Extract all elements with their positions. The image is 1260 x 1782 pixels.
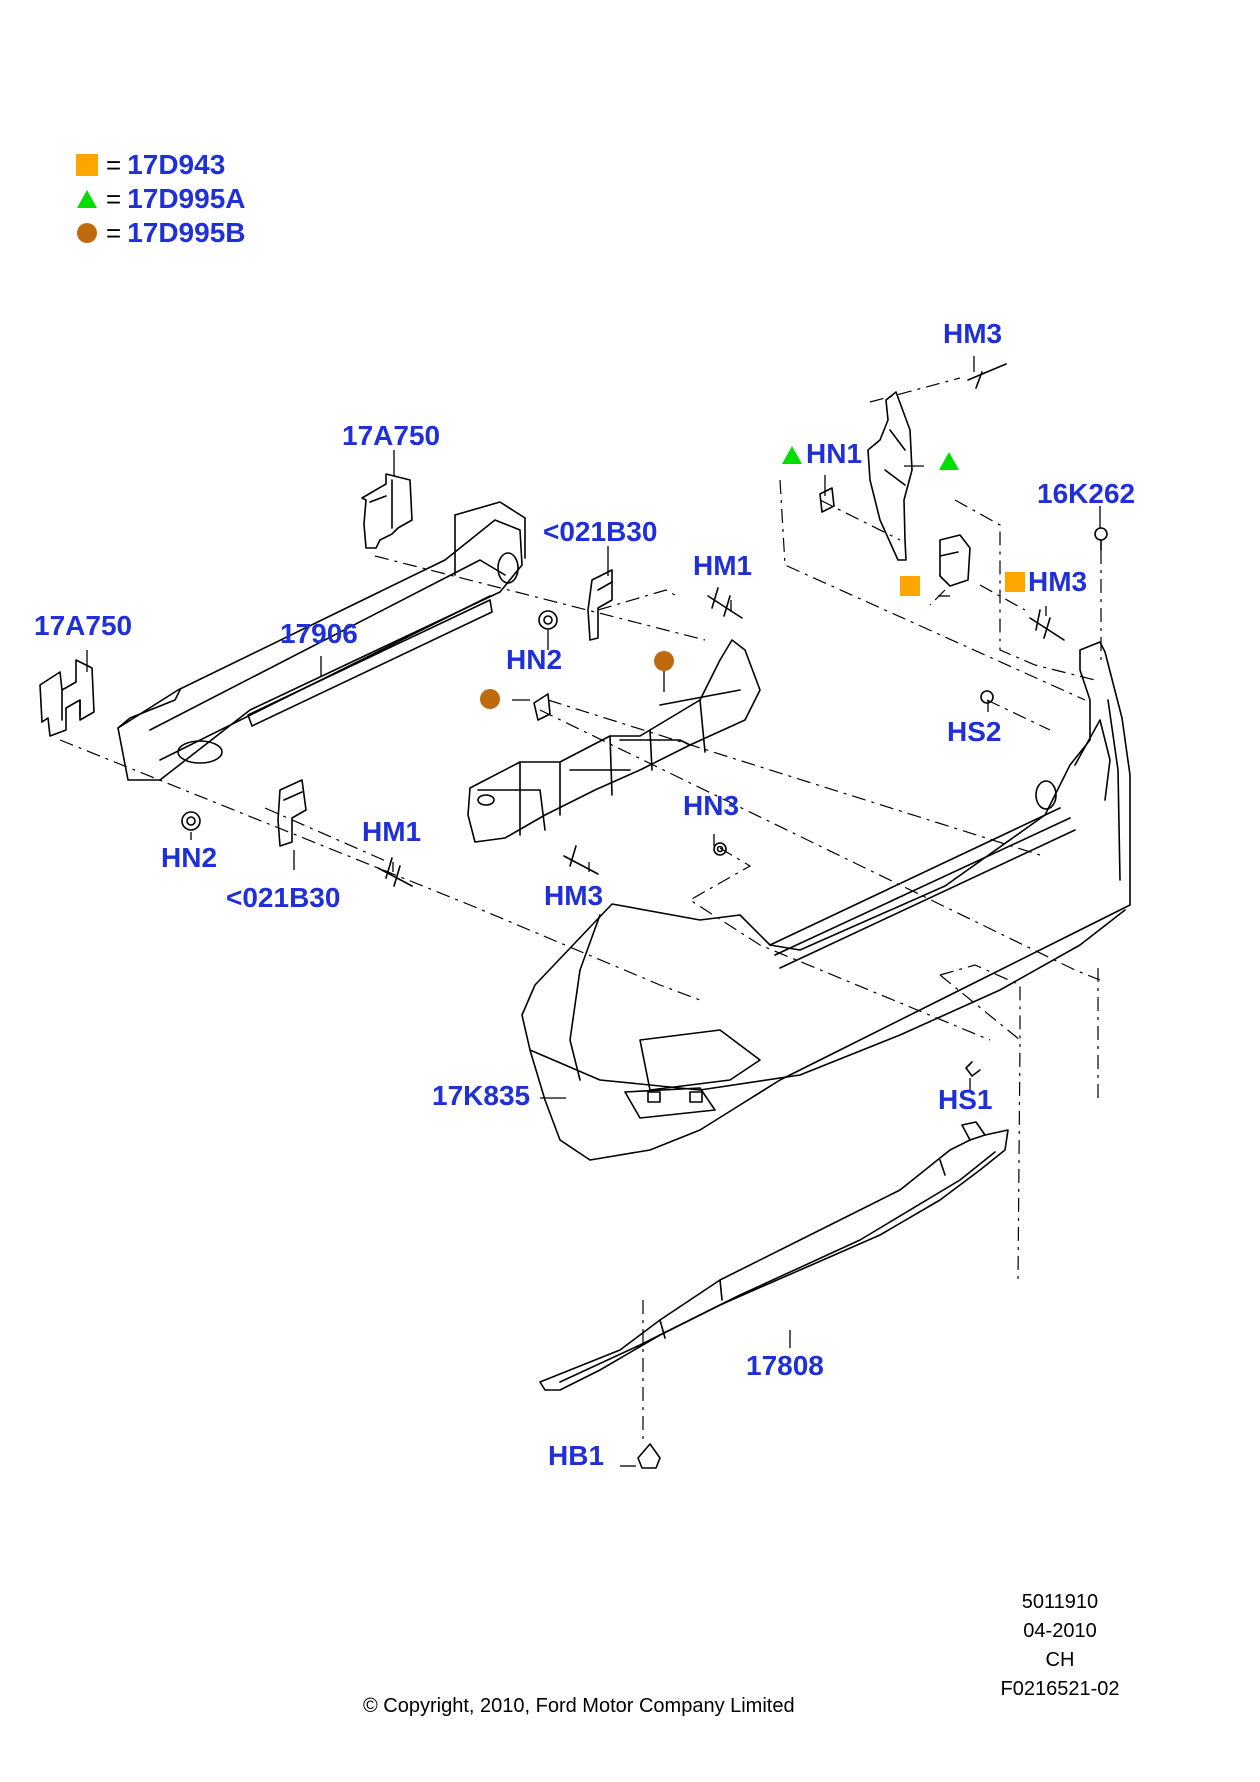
bumper-reinforcement-beam: [117, 501, 526, 781]
label-17a750-left: 17A750: [34, 610, 133, 641]
label-17906: 17906: [280, 618, 358, 649]
bracket-17a750-left: [39, 659, 95, 737]
label-021b30-upper: <021B30: [543, 516, 658, 547]
assembly-guide-lines: [59, 377, 1102, 1440]
label-hs1: HS1: [938, 1084, 993, 1115]
side-bracket-right: [867, 391, 971, 587]
legend-code-circle: 17D995B: [127, 217, 246, 248]
label-hm3-right: HM3: [1028, 566, 1088, 597]
bracket-021b30-upper: [587, 569, 613, 641]
label-hs2: HS2: [947, 716, 1002, 747]
label-hn2-left: HN2: [161, 842, 218, 873]
label-17a750-upper: 17A750: [342, 420, 441, 451]
lower-diffuser: [539, 1121, 1009, 1391]
label-hm3-top: HM3: [943, 318, 1003, 349]
energy-absorber: [467, 639, 761, 843]
legend-row-square: = 17D943: [76, 148, 225, 182]
legend-code-triangle: 17D995A: [127, 183, 246, 214]
label-17k835: 17K835: [432, 1080, 531, 1111]
bumper-cover: [521, 641, 1131, 1161]
copyright-notice: © Copyright, 2010, Ford Motor Company Li…: [363, 1695, 795, 1717]
square-marker-icon: [1005, 572, 1025, 592]
triangle-marker-icon: [782, 446, 802, 464]
fasteners: [181, 363, 1108, 1469]
circle-marker-icon: [480, 689, 500, 709]
legend-equals: =: [106, 149, 122, 180]
legend-equals: =: [106, 217, 122, 248]
legend-row-circle: = 17D995B: [76, 216, 246, 250]
bracket-17a750-upper: [361, 473, 413, 549]
label-hm1-left: HM1: [362, 816, 422, 847]
label-hm3-bottom: HM3: [544, 880, 604, 911]
label-16k262: 16K262: [1037, 478, 1136, 509]
label-hn3: HN3: [683, 790, 740, 821]
label-17808: 17808: [746, 1350, 824, 1381]
bracket-021b30-lower: [277, 779, 307, 847]
legend-equals: =: [106, 183, 122, 214]
label-hm1-right: HM1: [693, 550, 753, 581]
square-marker-icon: [76, 154, 98, 176]
legend-code-square: 17D943: [127, 149, 226, 180]
circle-marker-icon: [77, 223, 97, 243]
label-hn2-mid: HN2: [506, 644, 563, 675]
triangle-marker-icon: [77, 190, 97, 208]
catalogue-date: 04-2010: [1023, 1620, 1097, 1642]
circle-marker-icon: [654, 651, 674, 671]
catalogue-region: CH: [1045, 1649, 1075, 1671]
triangle-marker-icon: [939, 452, 959, 470]
label-021b30-lower: <021B30: [226, 882, 341, 913]
label-hn1: HN1: [806, 438, 863, 469]
square-marker-icon: [900, 576, 920, 596]
catalogue-id: 5011910: [1021, 1591, 1099, 1613]
figure-number: F0216521-02: [1000, 1678, 1120, 1700]
label-hb1: HB1: [548, 1440, 605, 1471]
legend-row-triangle: = 17D995A: [76, 182, 246, 216]
